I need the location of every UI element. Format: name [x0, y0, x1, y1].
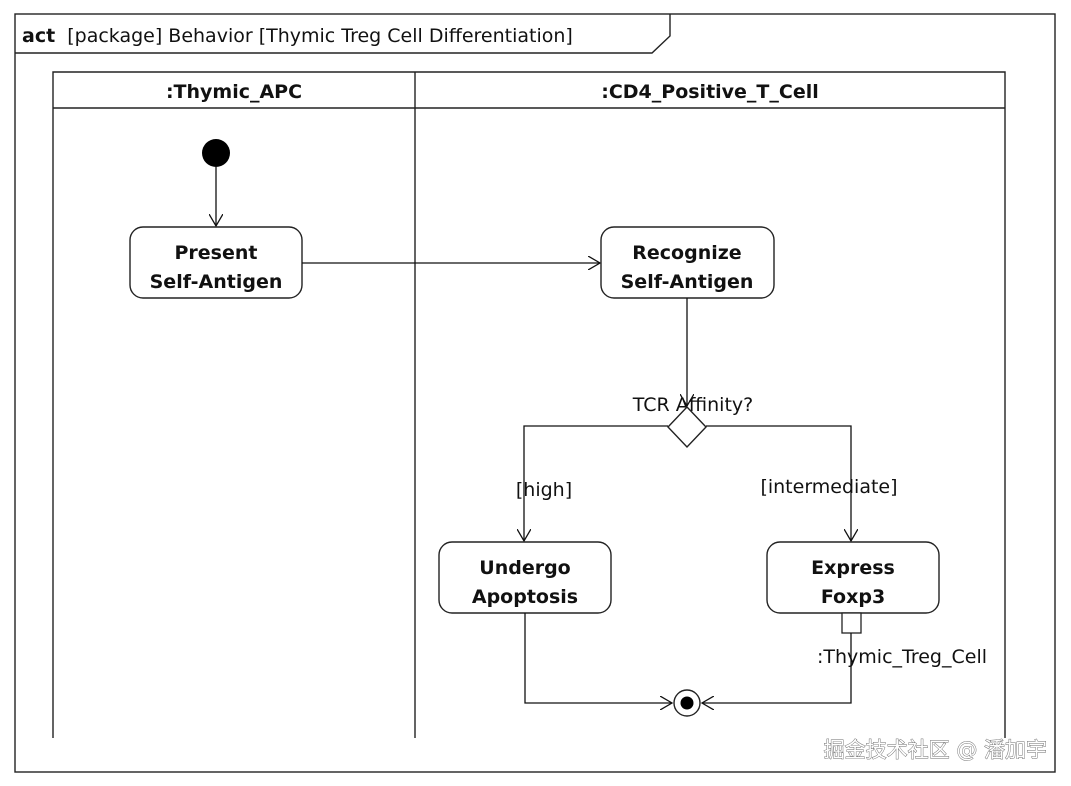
action-undergo-apoptosis: Undergo Apoptosis — [438, 541, 612, 614]
guard-intermediate: [intermediate] — [760, 476, 897, 498]
activity-final-node — [673, 689, 701, 717]
frame-name-tab — [15, 14, 671, 54]
output-pin — [841, 612, 862, 634]
swimlane-borders — [52, 71, 1006, 738]
flow-decision-to-foxp3 — [706, 425, 851, 541]
action-label-line1: Present — [175, 242, 258, 264]
frame-keyword: act — [22, 25, 55, 47]
initial-node — [202, 139, 230, 167]
swimlane-title-cd4-t-cell: :CD4_Positive_T_Cell — [601, 81, 819, 103]
guard-high: [high] — [516, 479, 572, 501]
pin-label: :Thymic_Treg_Cell — [817, 646, 987, 668]
flow-apoptosis-to-final — [524, 613, 672, 703]
frame-header: act [package] Behavior [Thymic Treg Cell… — [22, 25, 573, 47]
action-present-self-antigen: Present Self-Antigen — [129, 226, 303, 299]
action-label-line2: Self-Antigen — [150, 271, 283, 293]
action-express-foxp3: Express Foxp3 — [766, 541, 940, 614]
decision-label: TCR Affinity? — [632, 394, 753, 416]
action-label-line2: Apoptosis — [472, 586, 578, 608]
action-label-line2: Foxp3 — [821, 586, 885, 608]
diagram-frame — [14, 13, 1056, 773]
action-label-line2: Self-Antigen — [621, 271, 754, 293]
flow-decision-to-apoptosis — [524, 425, 668, 541]
flow-foxp3-to-final — [702, 633, 852, 703]
action-label-line1: Express — [811, 557, 895, 579]
action-recognize-self-antigen: Recognize Self-Antigen — [600, 226, 775, 299]
decision-node — [667, 405, 707, 449]
watermark: 掘金技术社区 @ 潘加宇 — [824, 738, 1047, 762]
action-label-line1: Recognize — [632, 242, 741, 264]
action-label-line1: Undergo — [479, 557, 570, 579]
frame-title: [package] Behavior [Thymic Treg Cell Dif… — [67, 25, 573, 47]
swimlane-title-thymic-apc: :Thymic_APC — [166, 81, 302, 103]
